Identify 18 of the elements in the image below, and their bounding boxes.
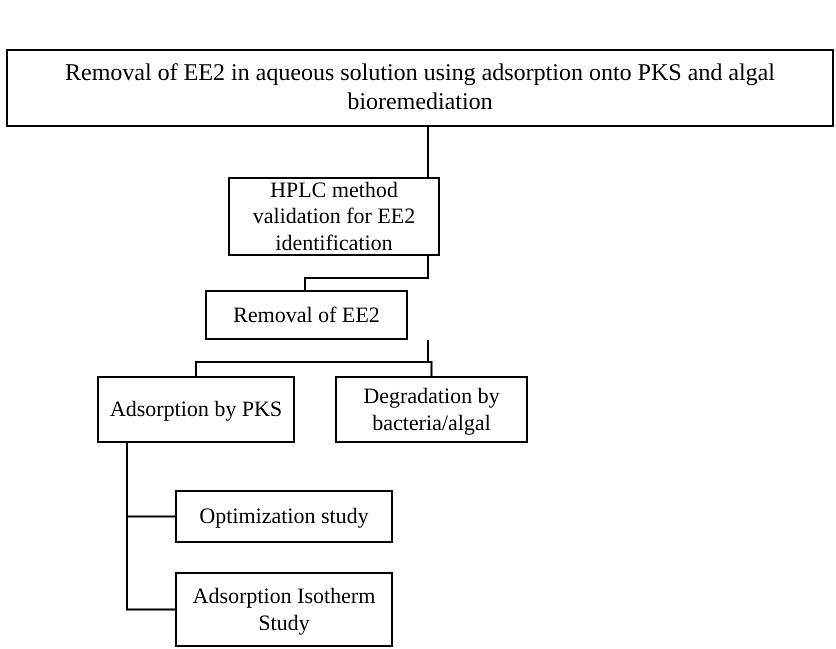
process-box: [228, 177, 440, 256]
process-box: [6, 49, 834, 127]
process-box: [97, 376, 295, 443]
process-box: [175, 572, 393, 647]
process-box: [335, 376, 528, 443]
connector-line: [304, 256, 429, 290]
connector-line: [427, 340, 432, 376]
process-box: [205, 290, 408, 340]
box-label: Degradation by bacteria/algal: [362, 383, 501, 436]
connector-line: [427, 127, 429, 177]
box-label: HPLC method validation for EE2 identification: [252, 176, 416, 256]
box-label: Adsorption Isotherm Study: [192, 583, 376, 636]
box-label: Removal of EE2 in aqueous solution using adsorption onto PKS and algal bioremediation: [64, 59, 776, 117]
process-box: [175, 490, 393, 543]
box-label: Removal of EE2: [233, 302, 380, 328]
box-label: Adsorption by PKS: [110, 396, 282, 423]
connector-line: [126, 443, 175, 610]
box-label: Optimization study: [199, 503, 369, 530]
